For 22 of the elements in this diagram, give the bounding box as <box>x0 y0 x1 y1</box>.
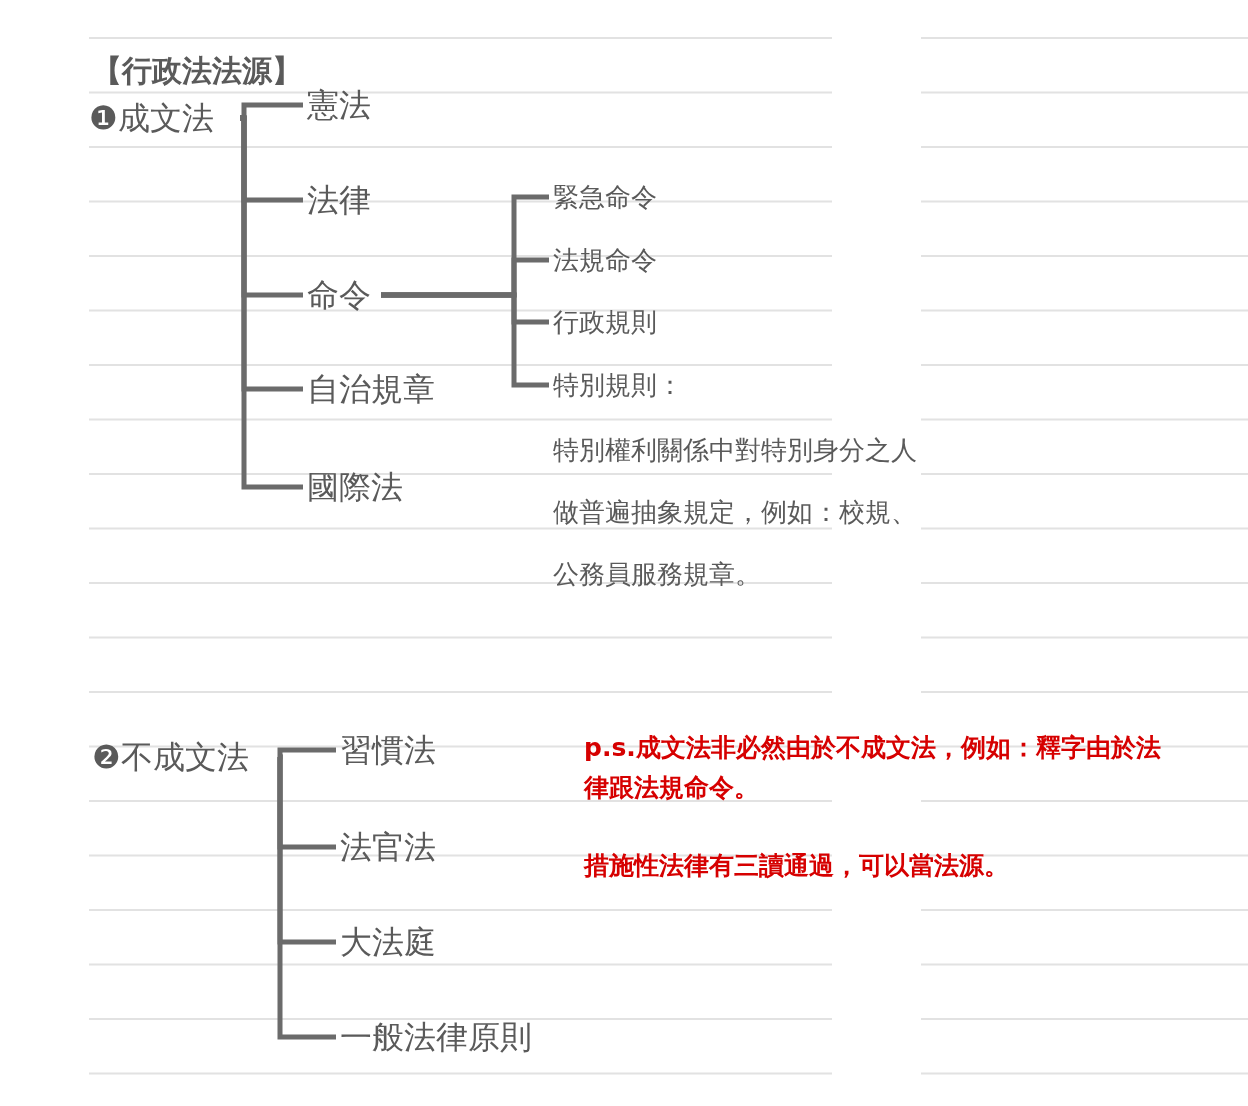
tree-item: 法律 <box>303 177 375 223</box>
tree-item: 憲法 <box>303 82 375 128</box>
tree-item: 特別規則： <box>549 367 689 403</box>
tree-item: 行政規則 <box>549 304 667 340</box>
bracket-line <box>239 115 303 490</box>
note-text: 特別權利關係中對特別身分之人做普遍抽象規定，例如：校規、公務員服務規章。 <box>553 434 918 591</box>
tree-item: 國際法 <box>303 464 411 510</box>
bracket-line <box>381 292 549 388</box>
tree-item: 法規命令 <box>549 242 667 278</box>
title: 【行政法法源】 <box>92 52 302 90</box>
tree-item: 自治規章 <box>303 366 445 412</box>
tree-item: 緊急命令 <box>549 179 667 215</box>
tree-item: 法官法 <box>336 824 446 870</box>
tree-item: 一般法律原則 <box>336 1014 548 1060</box>
tree-item: ❷不成文法 <box>88 734 278 780</box>
tree-item: ❶成文法 <box>85 95 240 141</box>
note-text: p.s.成文法非必然由於不成文法，例如：釋字由於法律跟法規命令。 <box>584 732 1162 804</box>
note-text: 措施性法律有三讀通過，可以當法源。 <box>584 850 1010 882</box>
bracket-line <box>276 754 336 1040</box>
tree-item: 習慣法 <box>336 727 446 773</box>
tree-item: 命令 <box>303 272 381 318</box>
tree-item: 大法庭 <box>336 919 446 965</box>
